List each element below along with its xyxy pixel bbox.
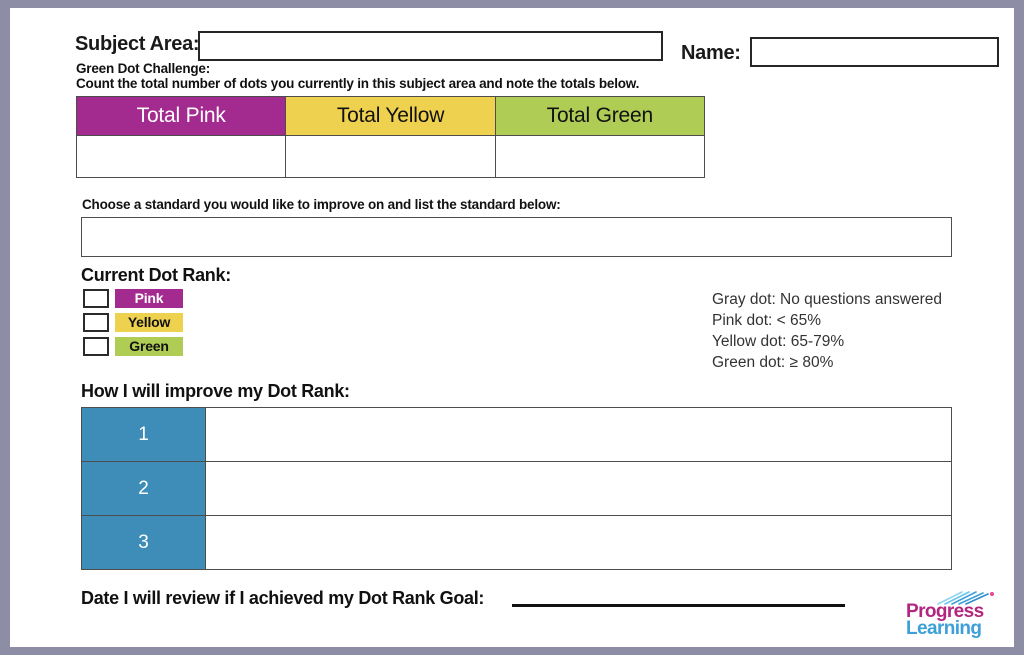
logo-word-learning: Learning bbox=[906, 618, 982, 639]
total-green-cell[interactable] bbox=[494, 135, 706, 178]
review-date-label: Date I will review if I achieved my Dot … bbox=[81, 588, 485, 608]
standard-input[interactable] bbox=[81, 217, 952, 257]
checkbox-pink[interactable] bbox=[83, 289, 109, 308]
current-dot-rank-options: Pink Yellow Green bbox=[83, 288, 183, 360]
improve-number-3: 3 bbox=[81, 515, 206, 570]
totals-table: Total Pink Total Yellow Total Green bbox=[75, 96, 706, 178]
total-yellow-cell[interactable] bbox=[285, 135, 496, 178]
improve-number-1: 1 bbox=[81, 407, 206, 462]
totals-value-row bbox=[75, 135, 706, 178]
total-green-header: Total Green bbox=[494, 96, 706, 136]
improve-row-2: 2 bbox=[81, 461, 952, 516]
name-input[interactable] bbox=[750, 37, 999, 67]
subject-area-label: Subject Area: bbox=[75, 33, 200, 55]
rank-option-pink[interactable]: Pink bbox=[83, 288, 183, 309]
improve-row-3: 3 bbox=[81, 515, 952, 570]
checkbox-green[interactable] bbox=[83, 337, 109, 356]
worksheet-page: Subject Area: Name: Green Dot Challenge:… bbox=[10, 8, 1014, 647]
totals-header-row: Total Pink Total Yellow Total Green bbox=[75, 96, 706, 136]
legend-line-yellow: Yellow dot: 65-79% bbox=[712, 333, 845, 350]
improve-table: 1 2 3 bbox=[81, 407, 952, 570]
standard-label: Choose a standard you would like to impr… bbox=[82, 197, 561, 212]
challenge-description: Count the total number of dots you curre… bbox=[76, 76, 640, 91]
challenge-title: Green Dot Challenge: bbox=[76, 61, 211, 76]
subject-area-input[interactable] bbox=[198, 31, 663, 61]
dot-rank-legend: Gray dot: No questions answered Pink dot… bbox=[712, 289, 942, 373]
total-pink-header: Total Pink bbox=[75, 96, 287, 136]
improve-field-3[interactable] bbox=[205, 515, 952, 570]
total-yellow-header: Total Yellow bbox=[285, 96, 496, 136]
swoosh-dot-icon bbox=[989, 591, 995, 597]
improve-field-2[interactable] bbox=[205, 461, 952, 516]
improve-row-1: 1 bbox=[81, 407, 952, 462]
swoosh-icon bbox=[937, 591, 995, 605]
improve-number-2: 2 bbox=[81, 461, 206, 516]
rank-option-yellow[interactable]: Yellow bbox=[83, 312, 183, 333]
rank-label-yellow: Yellow bbox=[115, 313, 183, 332]
name-label: Name: bbox=[681, 42, 741, 64]
worksheet-sheet: Subject Area: Name: Green Dot Challenge:… bbox=[10, 8, 1014, 647]
progress-learning-logo: Progress Learning bbox=[906, 591, 1006, 639]
rank-label-pink: Pink bbox=[115, 289, 183, 308]
checkbox-yellow[interactable] bbox=[83, 313, 109, 332]
current-dot-rank-label: Current Dot Rank: bbox=[81, 265, 231, 285]
logo-word-progress: Progress bbox=[906, 601, 984, 622]
improve-label: How I will improve my Dot Rank: bbox=[81, 381, 350, 401]
rank-option-green[interactable]: Green bbox=[83, 336, 183, 357]
review-date-input-line[interactable] bbox=[512, 604, 845, 607]
rank-label-green: Green bbox=[115, 337, 183, 356]
legend-line-gray: Gray dot: No questions answered bbox=[712, 291, 943, 308]
total-pink-cell[interactable] bbox=[75, 135, 287, 178]
improve-field-1[interactable] bbox=[205, 407, 952, 462]
legend-line-pink: Pink dot: < 65% bbox=[712, 312, 821, 329]
legend-line-green: Green dot: ≥ 80% bbox=[712, 354, 834, 371]
